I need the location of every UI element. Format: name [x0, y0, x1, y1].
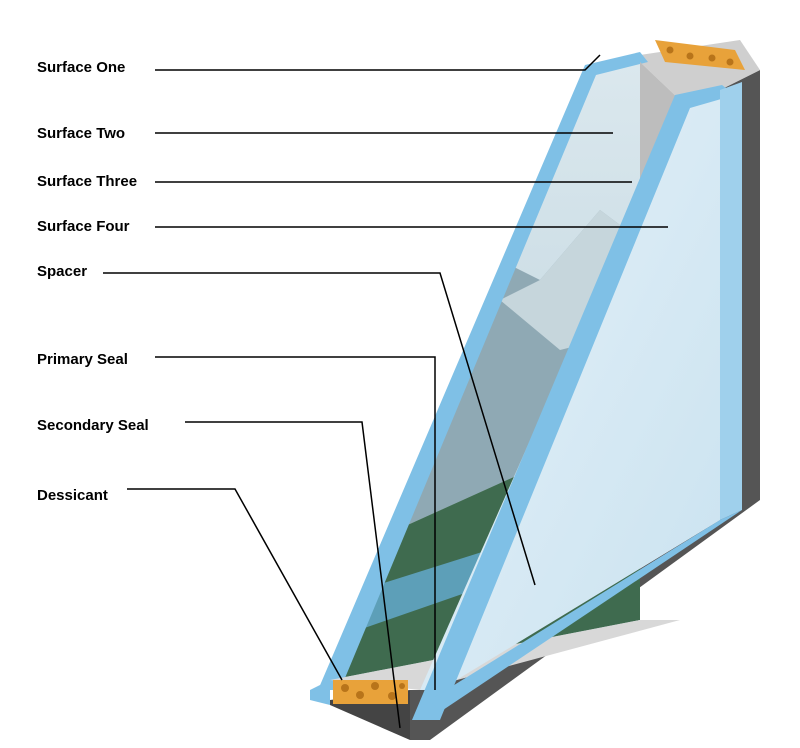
label-spacer: Spacer [37, 263, 87, 280]
label-surface-four: Surface Four [37, 218, 130, 235]
dessicant-beads [333, 40, 745, 704]
inner-pane-right-edge [720, 82, 742, 520]
inner-pane-edge [412, 85, 735, 720]
leader-lines [103, 54, 668, 729]
leader-secondary-seal [185, 421, 401, 729]
label-dessicant: Dessicant [37, 487, 108, 504]
label-surface-one: Surface One [37, 59, 125, 76]
label-secondary-seal: Secondary Seal [37, 417, 149, 434]
leader-surface-one [155, 54, 601, 71]
leader-spacer [103, 272, 536, 586]
inner-glass-pane [412, 82, 742, 720]
leader-dessicant [127, 488, 343, 681]
label-surface-three: Surface Three [37, 173, 137, 190]
inner-pane-bottom-edge [430, 510, 742, 712]
outer-pane-edge [318, 52, 648, 690]
labels: Surface One Surface Two Surface Three Su… [37, 59, 149, 504]
dessicant-top [655, 40, 745, 70]
label-surface-two: Surface Two [37, 125, 125, 142]
outer-pane-bottom-edge [310, 680, 330, 705]
leader-primary-seal [155, 356, 436, 690]
label-primary-seal: Primary Seal [37, 351, 128, 368]
